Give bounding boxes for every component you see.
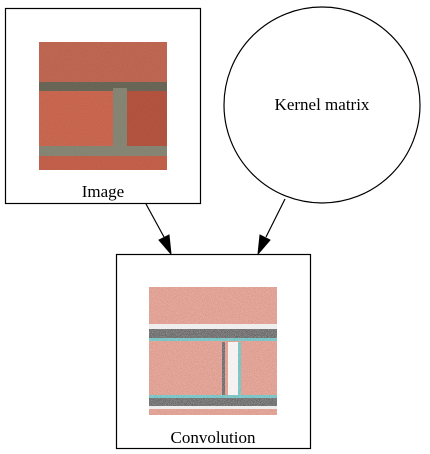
convolved-background	[149, 287, 277, 415]
edge-image-line	[145, 203, 165, 238]
brick-left	[39, 91, 113, 146]
brick-bottom-row	[39, 156, 167, 170]
mortar-line-top	[39, 82, 167, 91]
edge-kernel-line	[265, 198, 286, 238]
mortar-vertical	[113, 88, 127, 150]
convolved-highlight-top	[149, 324, 277, 329]
brick-right	[127, 91, 167, 146]
kernel-node-label: Kernel matrix	[275, 95, 370, 114]
node-image: Image	[4, 7, 202, 205]
brick-image	[39, 42, 167, 170]
convolved-cyan-vertical	[238, 342, 241, 400]
convolved-light-vertical	[228, 342, 238, 400]
convolved-cyan-line-bottom	[149, 395, 277, 398]
convolution-node-label: Convolution	[170, 428, 256, 447]
edge-image-arrowhead	[158, 234, 172, 256]
edge-kernel-arrowhead	[257, 234, 271, 256]
mortar-line-bottom	[39, 146, 167, 156]
kernel-node-circle	[223, 6, 421, 204]
convolved-dark-line-top	[149, 329, 277, 338]
brick-top-row	[39, 42, 167, 82]
convolved-highlight-bottom	[149, 406, 277, 409]
edge-image-to-convolution	[145, 203, 172, 256]
convolved-image	[149, 287, 277, 415]
image-node-label: Image	[82, 182, 124, 201]
node-kernel: Kernel matrix	[223, 6, 421, 204]
convolved-dark-vertical	[222, 342, 225, 400]
convolved-cyan-line-top	[149, 338, 277, 341]
convolved-dark-line-bottom	[149, 398, 277, 406]
node-convolution: Convolution	[115, 253, 312, 450]
edge-kernel-to-convolution	[257, 198, 286, 256]
